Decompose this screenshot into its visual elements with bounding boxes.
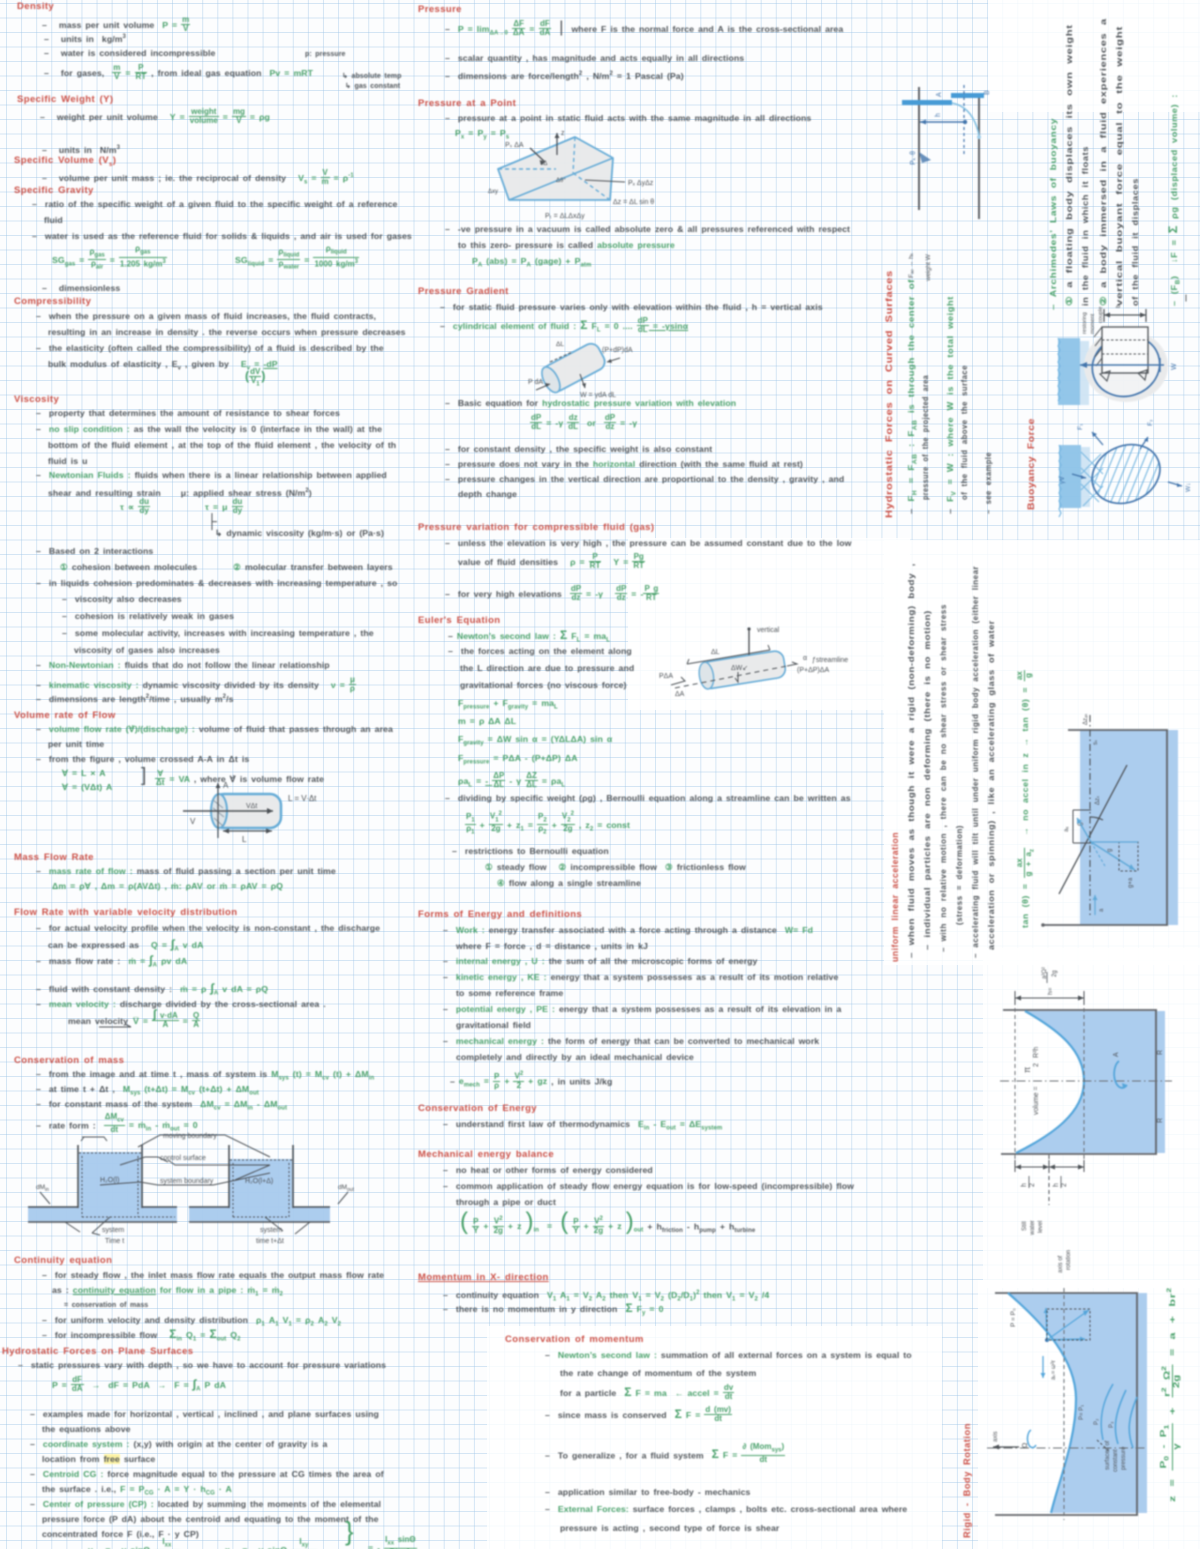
svg-text:PΔA: PΔA bbox=[659, 673, 673, 680]
svg-text:γ∀: γ∀ bbox=[1058, 476, 1066, 484]
svg-text:ΔA: ΔA bbox=[675, 691, 685, 698]
svg-text:aₖ= ω²r: aₖ= ω²r bbox=[1051, 1360, 1057, 1380]
svg-text:system boundary: system boundary bbox=[160, 1178, 214, 1185]
svg-text:time t+Δt: time t+Δt bbox=[256, 1238, 284, 1245]
svg-text:ΔL: ΔL bbox=[556, 341, 564, 348]
svg-text:R: R bbox=[1157, 1050, 1164, 1055]
svg-text:Still: Still bbox=[1022, 1221, 1028, 1231]
svg-text:Pₖ ·θ: Pₖ ·θ bbox=[910, 151, 917, 165]
svg-text:z: z bbox=[561, 130, 565, 137]
svg-text:h: h bbox=[1053, 1183, 1060, 1187]
svg-text:Time t: Time t bbox=[105, 1238, 124, 1245]
svg-text:moving boundary: moving boundary bbox=[163, 1133, 217, 1140]
svg-text:sₖ: sₖ bbox=[1093, 739, 1099, 745]
svg-text:Pₛ ΔA: Pₛ ΔA bbox=[505, 142, 524, 149]
svg-text:constant: constant bbox=[1113, 1449, 1119, 1472]
svg-text:level: level bbox=[1038, 1221, 1044, 1233]
svg-text:L = V·Δt: L = V·Δt bbox=[288, 794, 317, 803]
svg-text:a: a bbox=[1099, 908, 1105, 912]
svg-text:P = P₀: P = P₀ bbox=[1010, 1308, 1017, 1327]
svg-text:moment: moment bbox=[1090, 313, 1096, 334]
svg-text:Δzₖ: Δzₖ bbox=[1095, 795, 1101, 805]
svg-text:Δz = ΔL sin θ: Δz = ΔL sin θ bbox=[613, 199, 654, 206]
svg-text:Δzₐₖ: Δzₐₖ bbox=[1083, 713, 1089, 725]
svg-text:VΔt: VΔt bbox=[246, 803, 257, 810]
svg-text:h=: h= bbox=[1047, 987, 1054, 995]
svg-text:π: π bbox=[1022, 1067, 1032, 1073]
svg-text:water: water bbox=[1030, 1220, 1036, 1236]
svg-text:system: system bbox=[102, 1227, 124, 1234]
svg-text:P₃: P₃ bbox=[1109, 1421, 1115, 1428]
svg-text:b: b bbox=[1116, 304, 1122, 308]
svg-text:restoring: restoring bbox=[1082, 312, 1088, 334]
svg-text:a²Ω²: a²Ω² bbox=[1042, 967, 1048, 979]
svg-text:system: system bbox=[260, 1227, 282, 1234]
svg-text:W = γdA dL: W = γdA dL bbox=[580, 392, 616, 399]
svg-text:(P+ΔP)ΔA: (P+ΔP)ΔA bbox=[797, 667, 829, 674]
svg-text:H₂O(l): H₂O(l) bbox=[100, 1177, 119, 1184]
svg-text:vertical: vertical bbox=[757, 627, 780, 634]
svg-text:θΔ: θΔ bbox=[540, 161, 547, 167]
svg-text:surfaces of: surfaces of bbox=[1105, 1440, 1111, 1470]
svg-text:α: α bbox=[803, 655, 807, 662]
svg-text:F₁: F₁ bbox=[1077, 423, 1084, 430]
svg-text:2: 2 bbox=[1029, 1183, 1036, 1187]
svg-text:B: B bbox=[984, 90, 991, 95]
svg-text:P= P₁: P= P₁ bbox=[1079, 1405, 1085, 1420]
svg-text:Δxy: Δxy bbox=[488, 189, 498, 195]
svg-text:2g: 2g bbox=[1052, 970, 1058, 977]
svg-text:axis of: axis of bbox=[1058, 1255, 1064, 1273]
svg-text:ΔL: ΔL bbox=[711, 649, 720, 656]
svg-text:2: 2 bbox=[1033, 1063, 1040, 1067]
svg-text:L: L bbox=[242, 835, 247, 844]
svg-text:W: W bbox=[1171, 363, 1178, 370]
svg-text:R²h: R²h bbox=[1033, 1047, 1040, 1058]
svg-text:Ω: Ω bbox=[1022, 1443, 1029, 1448]
svg-text:aₓ: aₓ bbox=[1064, 827, 1070, 832]
svg-text:ΔW↙: ΔW↙ bbox=[731, 665, 748, 672]
svg-text:θ: θ bbox=[1078, 822, 1085, 826]
svg-text:h: h bbox=[935, 113, 942, 117]
svg-text:control surface: control surface bbox=[160, 1155, 206, 1162]
svg-text:Fₐₒ → hₖ: Fₐₒ → hₖ bbox=[908, 252, 915, 278]
svg-text:g: g bbox=[1107, 849, 1113, 852]
svg-text:P dA: P dA bbox=[528, 379, 543, 386]
svg-text:A: A bbox=[1113, 1052, 1120, 1057]
svg-text:h: h bbox=[1021, 1183, 1028, 1187]
svg-text:g+a: g+a bbox=[1128, 877, 1134, 888]
svg-text:Pₓ ΔyΔz: Pₓ ΔyΔz bbox=[628, 180, 654, 187]
svg-text:H₂O(l+Δ): H₂O(l+Δ) bbox=[245, 1178, 273, 1185]
svg-text:(P+dP)dA: (P+dP)dA bbox=[602, 347, 633, 354]
svg-text:R: R bbox=[1157, 1118, 1164, 1123]
svg-text:A: A bbox=[223, 781, 229, 790]
svg-text:Pₜ = ΔLΔxΔy: Pₜ = ΔLΔxΔy bbox=[545, 213, 585, 220]
svg-text:couple: couple bbox=[1098, 307, 1104, 323]
svg-text:dMin: dMin bbox=[36, 1184, 49, 1193]
svg-text:dMout: dMout bbox=[338, 1184, 355, 1193]
svg-text:pressure: pressure bbox=[1121, 1446, 1127, 1470]
svg-text:Δθ°: Δθ° bbox=[556, 178, 566, 184]
svg-text:2: 2 bbox=[1061, 1183, 1068, 1187]
svg-text:weight W: weight W bbox=[925, 253, 932, 282]
svg-text:rotation: rotation bbox=[1066, 1250, 1072, 1270]
svg-text:axis: axis bbox=[993, 1431, 999, 1442]
svg-text:P₂: P₂ bbox=[1094, 1418, 1100, 1425]
svg-text:V: V bbox=[190, 817, 196, 826]
svg-text:F₂: F₂ bbox=[1147, 419, 1154, 426]
svg-text:A: A bbox=[936, 92, 943, 97]
svg-text:volume =: volume = bbox=[1033, 1086, 1040, 1115]
svg-text:W↓: W↓ bbox=[1185, 483, 1192, 492]
svg-text:ƒstreamline: ƒstreamline bbox=[812, 657, 848, 664]
